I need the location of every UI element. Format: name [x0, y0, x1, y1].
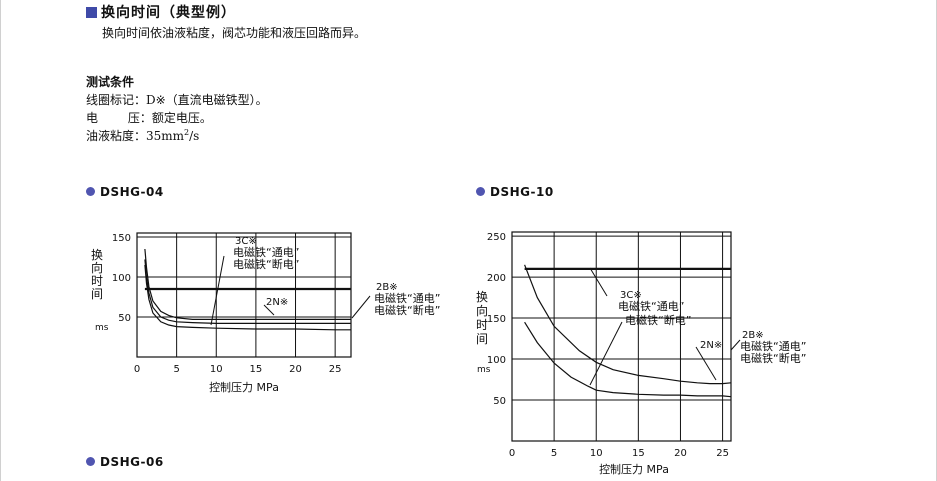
y-axis-label: 间 [91, 287, 103, 301]
x-tick-label: 20 [289, 364, 302, 375]
annotation-leader [210, 255, 225, 326]
annotation-leader [351, 295, 371, 319]
section-dshg06-label: DSHG-06 [100, 455, 164, 469]
x-tick-label: 15 [250, 364, 263, 375]
series-line [524, 264, 732, 385]
plot-frame [511, 231, 732, 442]
y-tick-label: 150 [112, 233, 131, 244]
voltage-value: 额定电压。 [151, 111, 212, 125]
y-tick-label: 100 [487, 355, 506, 366]
viscosity-superscript: 2 [184, 128, 190, 137]
annotation-label: 电磁铁“通电” [233, 246, 299, 259]
annotation-leader [695, 346, 717, 381]
x-tick-label: 10 [210, 364, 223, 375]
y-unit-label: ms [477, 365, 491, 375]
y-axis-label: 时 [476, 318, 488, 332]
annotation-leader [589, 267, 608, 297]
description-text: 换向时间依油液粘度，阀芯功能和液压回路而异。 [102, 26, 367, 40]
y-axis-label: 换 [476, 290, 488, 304]
page-title: 换向时间（典型例） [86, 2, 236, 22]
y-tick-label: 200 [487, 273, 506, 284]
series-line [144, 264, 351, 331]
y-tick-label: 100 [112, 273, 131, 284]
x-tick-label: 25 [716, 448, 729, 459]
section-dshg06: DSHG-06 [86, 455, 164, 469]
x-tick-label: 0 [134, 364, 140, 375]
annotation-label: 电磁铁“通电” [618, 300, 684, 313]
section-dshg10-label: DSHG-10 [490, 185, 554, 199]
x-axis-label: 控制压力 MPa [599, 462, 669, 476]
bullet-icon [86, 187, 95, 196]
y-axis-label: 向 [91, 260, 103, 275]
viscosity-unit: /s [189, 129, 200, 143]
x-tick-label: 20 [674, 448, 687, 459]
annotation-label: 3C※ [620, 290, 642, 301]
y-axis-label: 时 [91, 274, 103, 288]
series-line [144, 248, 351, 320]
series-line [144, 259, 351, 324]
viscosity-label: 油液粘度：35mm [86, 129, 185, 143]
x-tick-label: 25 [329, 364, 342, 375]
section-dshg04-label: DSHG-04 [100, 185, 164, 199]
condition-viscosity: 油液粘度：35mm2/s [86, 127, 199, 144]
condition-voltage: 电 压：额定电压。 [86, 109, 212, 126]
x-tick-label: 0 [509, 448, 515, 459]
bullet-icon [476, 187, 485, 196]
section-dshg10: DSHG-10 [476, 185, 554, 199]
voltage-label: 电 压： [86, 111, 152, 125]
y-axis-label: 间 [476, 332, 488, 346]
y-axis-label: 换 [91, 248, 103, 262]
annotation-label: 2N※ [266, 297, 288, 308]
annotation-label: 2B※ [742, 330, 764, 341]
annotation-label: 电磁铁“断电” [625, 313, 691, 327]
x-tick-label: 10 [590, 448, 603, 459]
annotation-label: 电磁铁“断电” [740, 351, 806, 365]
section-dshg04: DSHG-04 [86, 185, 164, 199]
annotation-leader [263, 304, 275, 316]
annotation-label: 电磁铁“通电” [374, 292, 440, 305]
annotation-leader [589, 321, 623, 386]
y-tick-label: 50 [493, 396, 506, 407]
conditions-heading: 测试条件 [86, 75, 135, 89]
condition-coil: 线圈标记：D※（直流电磁铁型）。 [86, 93, 268, 107]
annotation-leader [730, 339, 741, 351]
annotation-label: 2N※ [700, 340, 722, 351]
annotation-label: 电磁铁“断电” [374, 303, 440, 317]
y-unit-label: ms [95, 323, 109, 333]
x-tick-label: 15 [632, 448, 645, 459]
annotation-label: 电磁铁“断电” [233, 257, 299, 271]
x-tick-label: 5 [551, 448, 557, 459]
y-tick-label: 150 [487, 314, 506, 325]
plot-frame [136, 232, 352, 358]
y-tick-label: 50 [118, 313, 131, 324]
y-tick-label: 250 [487, 232, 506, 243]
annotation-label: 2B※ [376, 282, 398, 293]
bullet-icon [86, 457, 95, 466]
annotation-label: 3C※ [235, 236, 257, 247]
left-border [0, 0, 1, 481]
annotation-label: 电磁铁“通电” [740, 340, 806, 353]
x-axis-label: 控制压力 MPa [209, 380, 279, 394]
series-line [524, 321, 732, 398]
x-tick-label: 5 [173, 364, 179, 375]
y-axis-label: 向 [476, 303, 488, 318]
title-square-icon [86, 7, 97, 18]
page-title-text: 换向时间（典型例） [101, 5, 236, 21]
